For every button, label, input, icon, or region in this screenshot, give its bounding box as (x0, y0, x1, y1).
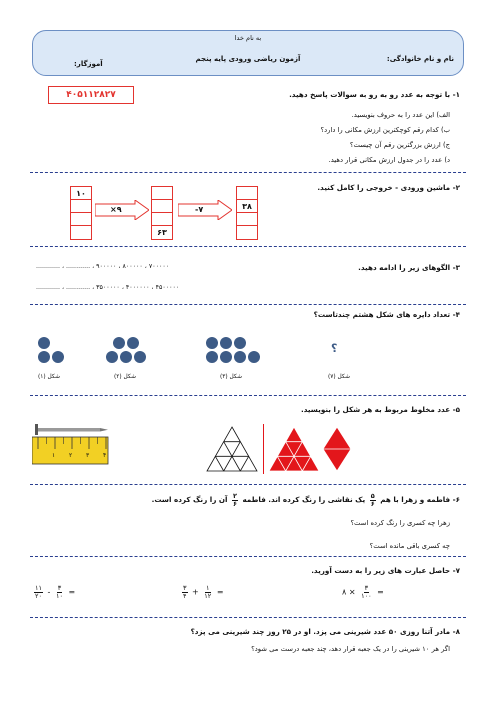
q6-text-a: ۶- فاطمه و زهرا با هم (380, 495, 460, 504)
exam-title: آزمون ریاضی ورودی پایه پنجم (195, 55, 301, 63)
figure-label-3: شکل (۳) (220, 374, 242, 380)
separator (30, 304, 466, 305)
circle (234, 337, 246, 349)
q6-sub2: چه کسری باقی مانده است؟ (369, 542, 450, 550)
op-times-nine: ×۹ (110, 205, 122, 214)
machine-input-column: ۱۰ (70, 186, 92, 240)
machine-cell (152, 213, 172, 226)
machine-cell (237, 187, 257, 200)
circle (52, 351, 64, 363)
circle (127, 337, 139, 349)
circle (248, 351, 260, 363)
q3-pattern-row1: ۷۰۰۰۰۰ ، ۸۰۰۰۰۰ ، ۹۰۰۰۰۰ ، ............ … (36, 263, 170, 270)
circle (113, 337, 125, 349)
circle (38, 337, 50, 349)
triangle-outline-figure (206, 426, 258, 472)
number-box: ۴۰۵۱۱۲۸۲۷ (48, 86, 134, 104)
q1-item-d: د) عدد را در جدول ارزش مکانی قرار دهید. (328, 156, 450, 164)
circle (206, 337, 218, 349)
machine-cell (71, 213, 91, 226)
q1-item-a: الف) این عدد را به حروف بنویسید. (351, 111, 450, 119)
machine-cell (71, 200, 91, 213)
red-divider-line (263, 424, 264, 474)
nail-on-ruler-figure (32, 424, 109, 465)
machine-cell: ۳۸ (237, 200, 257, 213)
figure-label-7: شکل (۷) (328, 374, 350, 380)
question-mark: ؟ (331, 342, 338, 355)
q7-title: ۷- حاصل عبارت های زیر را به دست آورید. (311, 566, 460, 575)
op-minus-seven: -۷ (195, 205, 204, 214)
circle (106, 351, 118, 363)
circle (234, 351, 246, 363)
triangle-red-figure (268, 426, 320, 472)
machine-output-column: ۳۸ (236, 186, 258, 240)
q3-title: ۳- الگوهای زیر را ادامه دهید. (358, 263, 460, 272)
circle (206, 351, 218, 363)
machine-cell (237, 226, 257, 239)
q8-sub: اگر هر ۱۰ شیرینی را در یک جعبه قرار دهد،… (251, 645, 450, 653)
separator (30, 556, 466, 557)
ruler-label: ۳ (86, 452, 90, 459)
machine-cell (237, 213, 257, 226)
q6-sub1: زهرا چه کسری را رنگ کرده است؟ (350, 519, 450, 527)
separator (30, 246, 466, 247)
figure-label-1: شکل (۱) (38, 374, 60, 380)
ruler-label: ۲ (69, 452, 73, 459)
circle (220, 351, 232, 363)
q6-text-b: یک نقاشی را رنگ کرده اند. فاطمه (242, 495, 366, 504)
q3-pattern-row2: ۴۵۰۰۰۰۰ ، ۴۰۰۰۰۰۰ ، ۳۵۰۰۰۰۰ ، ..........… (36, 284, 180, 291)
q4-title: ۴- تعداد دایره های شکل هشتم چندتاست؟ (313, 310, 460, 319)
machine-cell (152, 187, 172, 200)
machine-middle-column: ۶۳ (151, 186, 173, 240)
machine-cell: ۶۳ (157, 228, 167, 237)
separator (30, 617, 466, 618)
q6-text-c: آن را رنگ کرده است. (151, 495, 228, 504)
diamond-red-figure (322, 426, 352, 472)
q2-title: ۲- ماشین ورودی - خروجی را کامل کنید. (317, 183, 460, 192)
circle (220, 337, 232, 349)
circle (120, 351, 132, 363)
arrow-minus-seven (178, 200, 232, 220)
name-label: نام و نام خانوادگی: (386, 55, 454, 63)
machine-cell: ۱۰ (71, 187, 91, 200)
q1-title: ۱- با توجه به عدد رو به رو به سوالات پاس… (289, 90, 460, 99)
bismillah: به نام خدا (234, 34, 262, 42)
figure-label-2: شکل (۲) (114, 374, 136, 380)
circle (134, 351, 146, 363)
q5-title: ۵- عدد مخلوط مربوط به هر شکل را بنویسید. (300, 405, 460, 414)
q1-item-c: ج) ارزش بزرگترین رقم آن چیست؟ (349, 141, 450, 149)
separator (30, 395, 466, 396)
ruler-label: ۴ (103, 452, 107, 459)
arrow-times-nine (95, 200, 149, 220)
machine-cell (71, 226, 91, 239)
q8-title: ۸- مادر آتنا روزی ۵۰ عدد شیرینی می پزد. … (190, 627, 460, 636)
header-box (32, 30, 464, 76)
circle (38, 351, 50, 363)
separator (30, 484, 466, 485)
machine-cell (152, 200, 172, 213)
separator (30, 172, 466, 173)
ruler-label: ۱ (52, 452, 56, 459)
q1-item-b: ب) کدام رقم کوچکترین ارزش مکانی را دارد؟ (320, 126, 450, 134)
teacher-label: آموزگار: (74, 60, 103, 68)
